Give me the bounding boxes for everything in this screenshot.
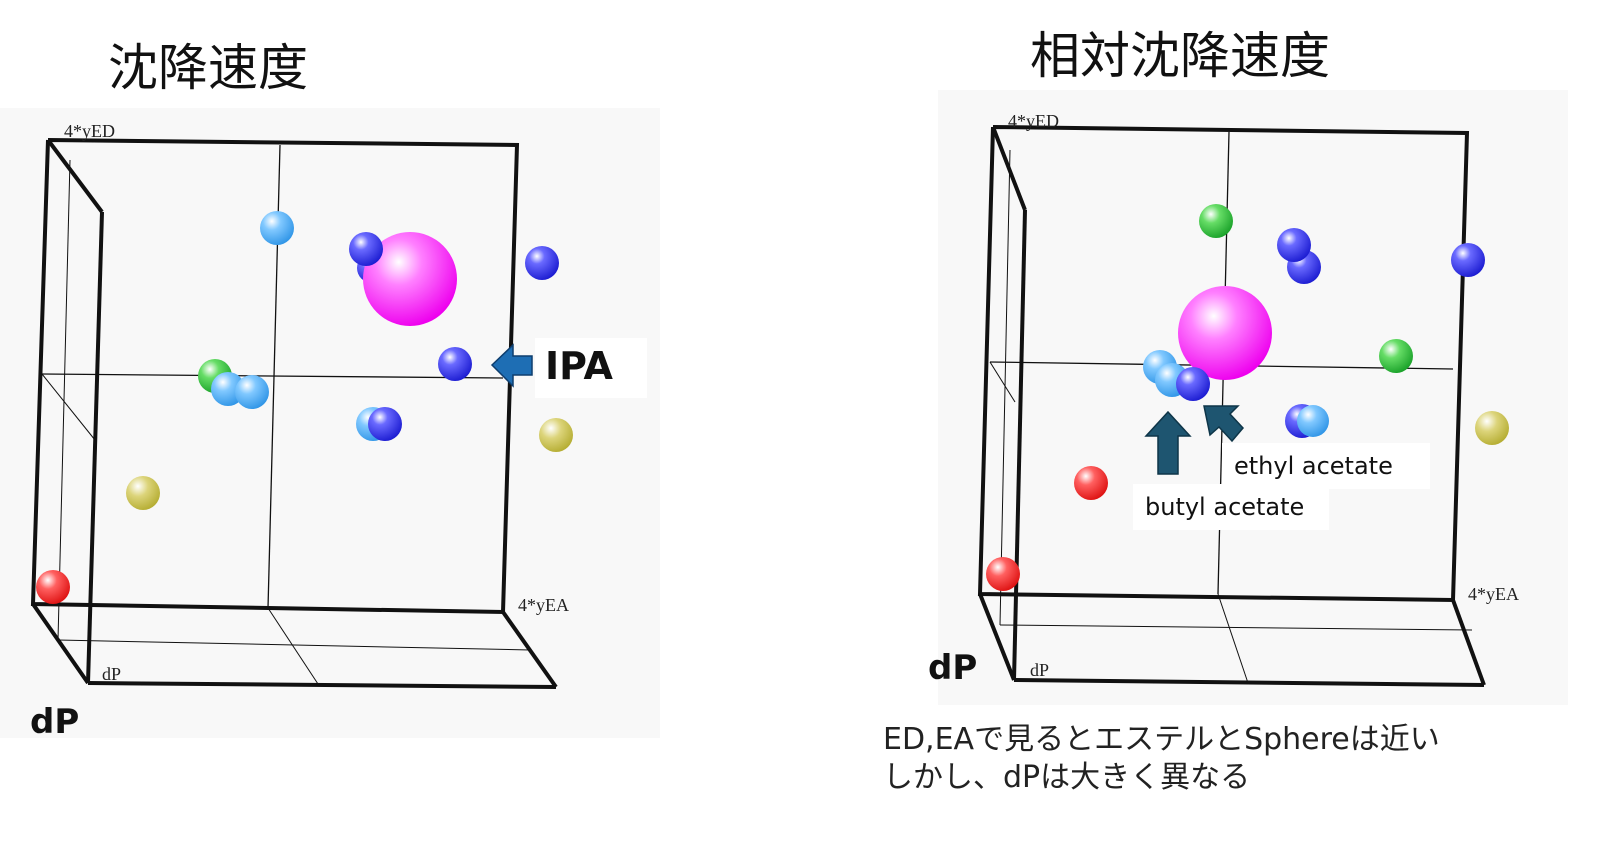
sphere-light-blue bbox=[235, 375, 269, 409]
sphere-red bbox=[1074, 466, 1108, 500]
sphere-red bbox=[36, 570, 70, 604]
right-axis-label-yea: 4*yEA bbox=[1468, 584, 1519, 604]
butyl-acetate-arrow bbox=[1144, 410, 1192, 475]
sphere-light-blue bbox=[1297, 405, 1329, 437]
butyl-acetate-label: butyl acetate bbox=[1133, 484, 1329, 530]
ethyl-acetate-label: ethyl acetate bbox=[1222, 443, 1430, 489]
sphere-blue bbox=[349, 232, 383, 266]
sphere-blue bbox=[1277, 228, 1311, 262]
right-axis-label-dp: dP bbox=[1030, 660, 1049, 680]
sphere-green bbox=[1379, 339, 1413, 373]
left-axis-label-yea: 4*yEA bbox=[518, 595, 569, 615]
left-axis-label-yed: 4*yED bbox=[64, 121, 115, 141]
sphere-green bbox=[1199, 204, 1233, 238]
note-line-2: しかし、dPは大きく異なる bbox=[883, 760, 1251, 795]
ipa-arrow bbox=[490, 343, 533, 388]
sphere-blue bbox=[525, 246, 559, 280]
left-dp-label: dP bbox=[30, 702, 80, 742]
ethyl-acetate-arrow bbox=[1203, 405, 1245, 443]
sphere-yellow bbox=[126, 476, 160, 510]
left-spheres bbox=[36, 211, 573, 604]
hansen-sphere-center bbox=[363, 232, 457, 326]
right-spheres bbox=[986, 204, 1509, 591]
right-dp-label: dP bbox=[928, 648, 978, 688]
sphere-ipa bbox=[438, 347, 472, 381]
sphere-light-blue bbox=[260, 211, 294, 245]
right-chart-title: 相対沈降速度 bbox=[1030, 27, 1330, 85]
note-line-1: ED,EAで見るとエステルとSphereは近い bbox=[883, 722, 1440, 757]
right-panel-background bbox=[938, 90, 1568, 705]
sphere-yellow bbox=[1475, 411, 1509, 445]
ipa-label: IPA bbox=[535, 338, 647, 398]
left-chart-title: 沈降速度 bbox=[108, 39, 308, 97]
sphere-ethyl-acetate bbox=[1176, 367, 1210, 401]
right-axis-label-yed: 4*yED bbox=[1008, 111, 1059, 131]
sphere-blue bbox=[368, 407, 402, 441]
sphere-blue bbox=[1451, 243, 1485, 277]
left-axis-label-dp: dP bbox=[102, 664, 121, 684]
hansen-sphere-center bbox=[1178, 286, 1272, 380]
sphere-red bbox=[986, 557, 1020, 591]
sphere-yellow bbox=[539, 418, 573, 452]
left-3d-box bbox=[30, 138, 558, 689]
